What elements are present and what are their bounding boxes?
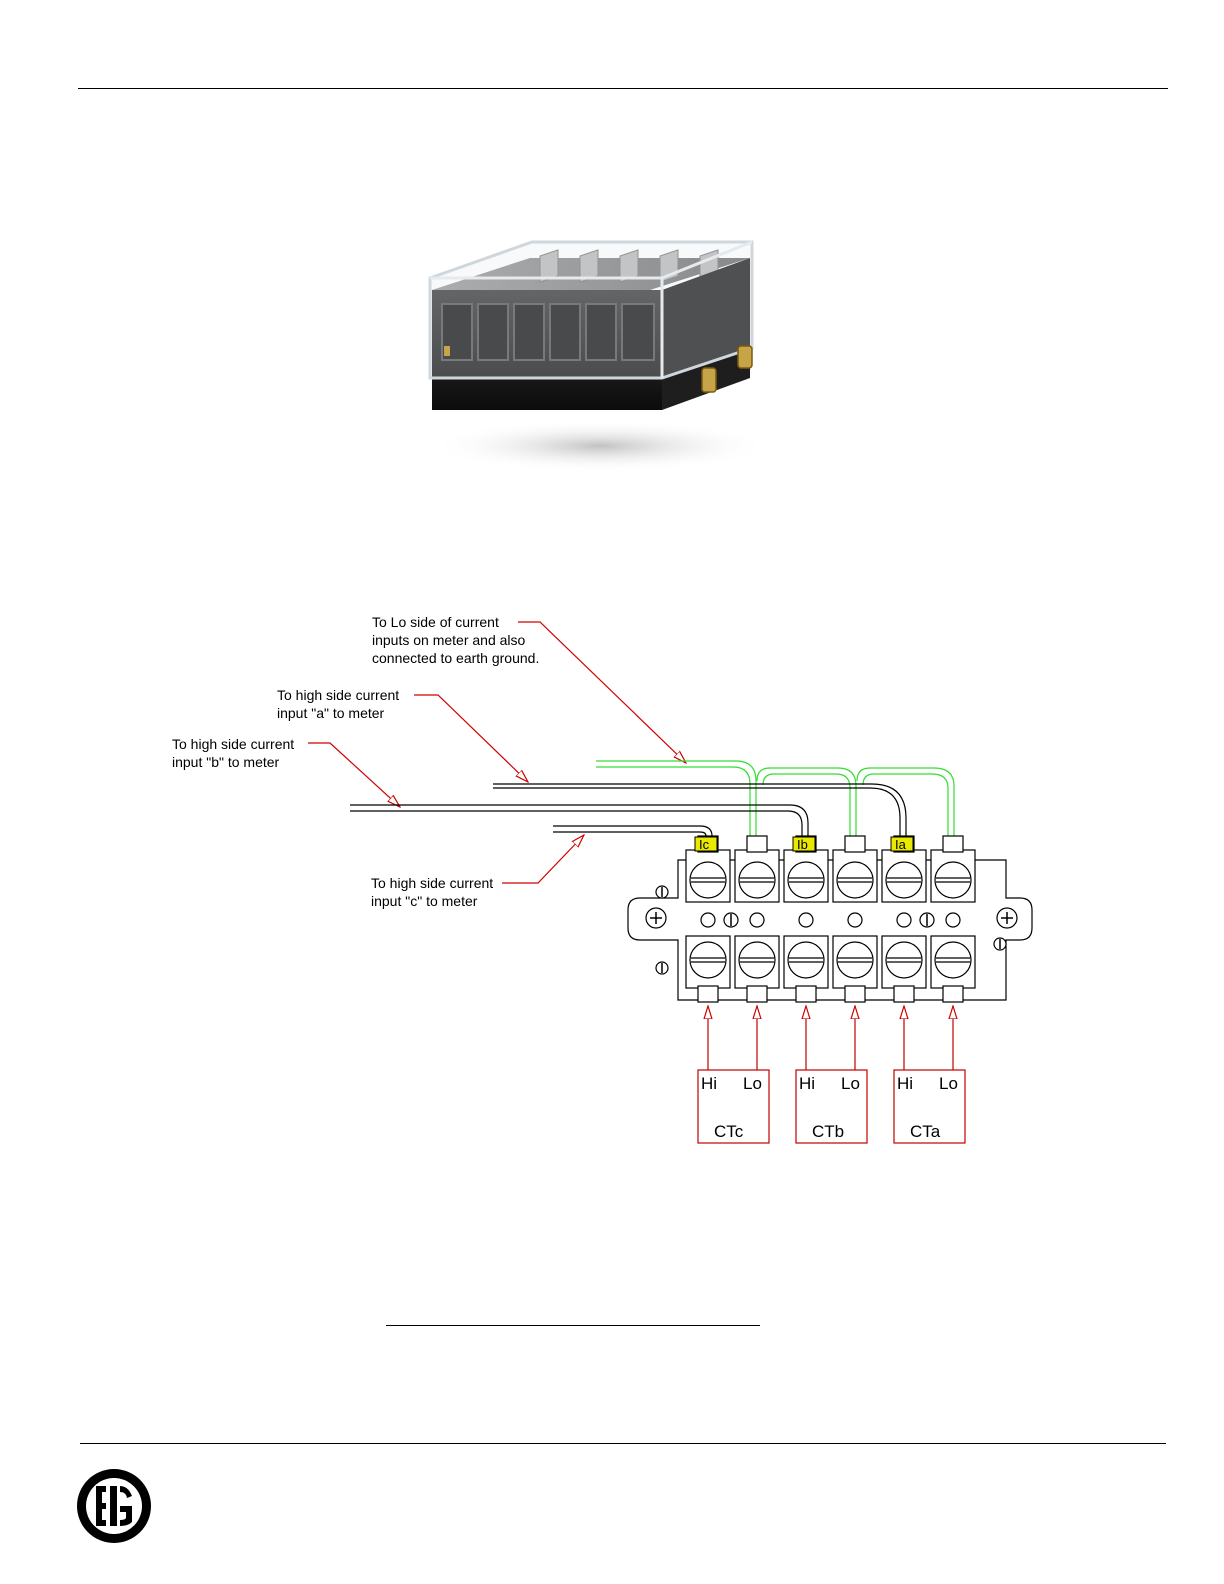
callout-a-line-2: input "a" to meter [277, 705, 385, 721]
callout-high-b: To high side current input "b" to meter [172, 736, 294, 770]
ct-c-name: CTc [714, 1122, 744, 1141]
callout-high-c: To high side current input "c" to meter [371, 875, 493, 909]
lower-terminal-clip-4 [845, 986, 865, 1002]
lower-terminal-clip-1 [698, 986, 718, 1002]
lower-terminal-screw-4 [837, 942, 873, 978]
ct-leads [708, 1006, 953, 1070]
wiring-diagram: To Lo side of current inputs on meter an… [0, 560, 1224, 1160]
upper-terminal-screw-5 [886, 862, 922, 898]
callout-lo-side: To Lo side of current inputs on meter an… [372, 614, 539, 666]
shorting-hole-2 [750, 913, 764, 927]
lower-terminal-clip-2 [747, 986, 767, 1002]
upper-terminal-screw-4 [837, 862, 873, 898]
callout-b-line-2: input "b" to meter [172, 754, 280, 770]
lower-terminal-screw-3 [788, 942, 824, 978]
ct-c-hi: Hi [701, 1074, 717, 1093]
tag-ib: Ib [793, 837, 815, 852]
ct-c-lo: Lo [743, 1074, 762, 1093]
shorting-block-photo [420, 228, 770, 488]
lower-terminal-clip-5 [894, 986, 914, 1002]
upper-terminal-screw-6 [935, 862, 971, 898]
callout-a-line-1: To high side current [277, 687, 399, 703]
upper-terminal-clip-2 [747, 836, 767, 852]
tag-ic-label: Ic [699, 837, 710, 852]
callout-lo-line-2: inputs on meter and also [372, 632, 526, 648]
callout-high-a: To high side current input "a" to meter [277, 687, 399, 721]
tag-ia: Ia [891, 837, 913, 852]
lower-terminal-screw-2 [739, 942, 775, 978]
lower-terminal-screw-6 [935, 942, 971, 978]
tag-ic: Ic [695, 837, 717, 852]
lower-terminal-screw-1 [690, 942, 726, 978]
ct-a-lo: Lo [939, 1074, 958, 1093]
ct-box-a: Hi Lo CTa [894, 1070, 965, 1143]
callout-b-line-1: To high side current [172, 736, 294, 752]
upper-terminal-clip-4 [845, 836, 865, 852]
footer-rule [80, 1443, 1166, 1444]
lower-terminal-screw-5 [886, 942, 922, 978]
lower-terminal-clip-3 [796, 986, 816, 1002]
ct-box-c: Hi Lo CTc [698, 1070, 769, 1143]
eig-logo [76, 1468, 152, 1544]
ct-box-b: Hi Lo CTb [796, 1070, 867, 1143]
caption-rule [386, 1325, 760, 1326]
upper-terminal-screw-3 [788, 862, 824, 898]
callout-c-line-2: input "c" to meter [371, 893, 478, 909]
ct-a-hi: Hi [897, 1074, 913, 1093]
shorting-hole-6 [946, 913, 960, 927]
ct-a-name: CTa [910, 1122, 941, 1141]
upper-terminal-screw-2 [739, 862, 775, 898]
tag-ia-label: Ia [895, 837, 907, 852]
lower-terminal-clip-6 [943, 986, 963, 1002]
upper-terminal-screw-1 [690, 862, 726, 898]
callout-lo-line-1: To Lo side of current [372, 614, 499, 630]
upper-terminal-clip-6 [943, 836, 963, 852]
callout-c-line-1: To high side current [371, 875, 493, 891]
ct-b-name: CTb [812, 1122, 844, 1141]
shorting-hole-4 [848, 913, 862, 927]
shorting-hole-5 [897, 913, 911, 927]
ct-b-lo: Lo [841, 1074, 860, 1093]
tag-ib-label: Ib [797, 837, 808, 852]
callout-lo-line-3: connected to earth ground. [372, 650, 539, 666]
ct-b-hi: Hi [799, 1074, 815, 1093]
header-rule [78, 88, 1168, 89]
shorting-hole-1 [701, 913, 715, 927]
shorting-hole-3 [799, 913, 813, 927]
high-side-wires [350, 784, 906, 836]
